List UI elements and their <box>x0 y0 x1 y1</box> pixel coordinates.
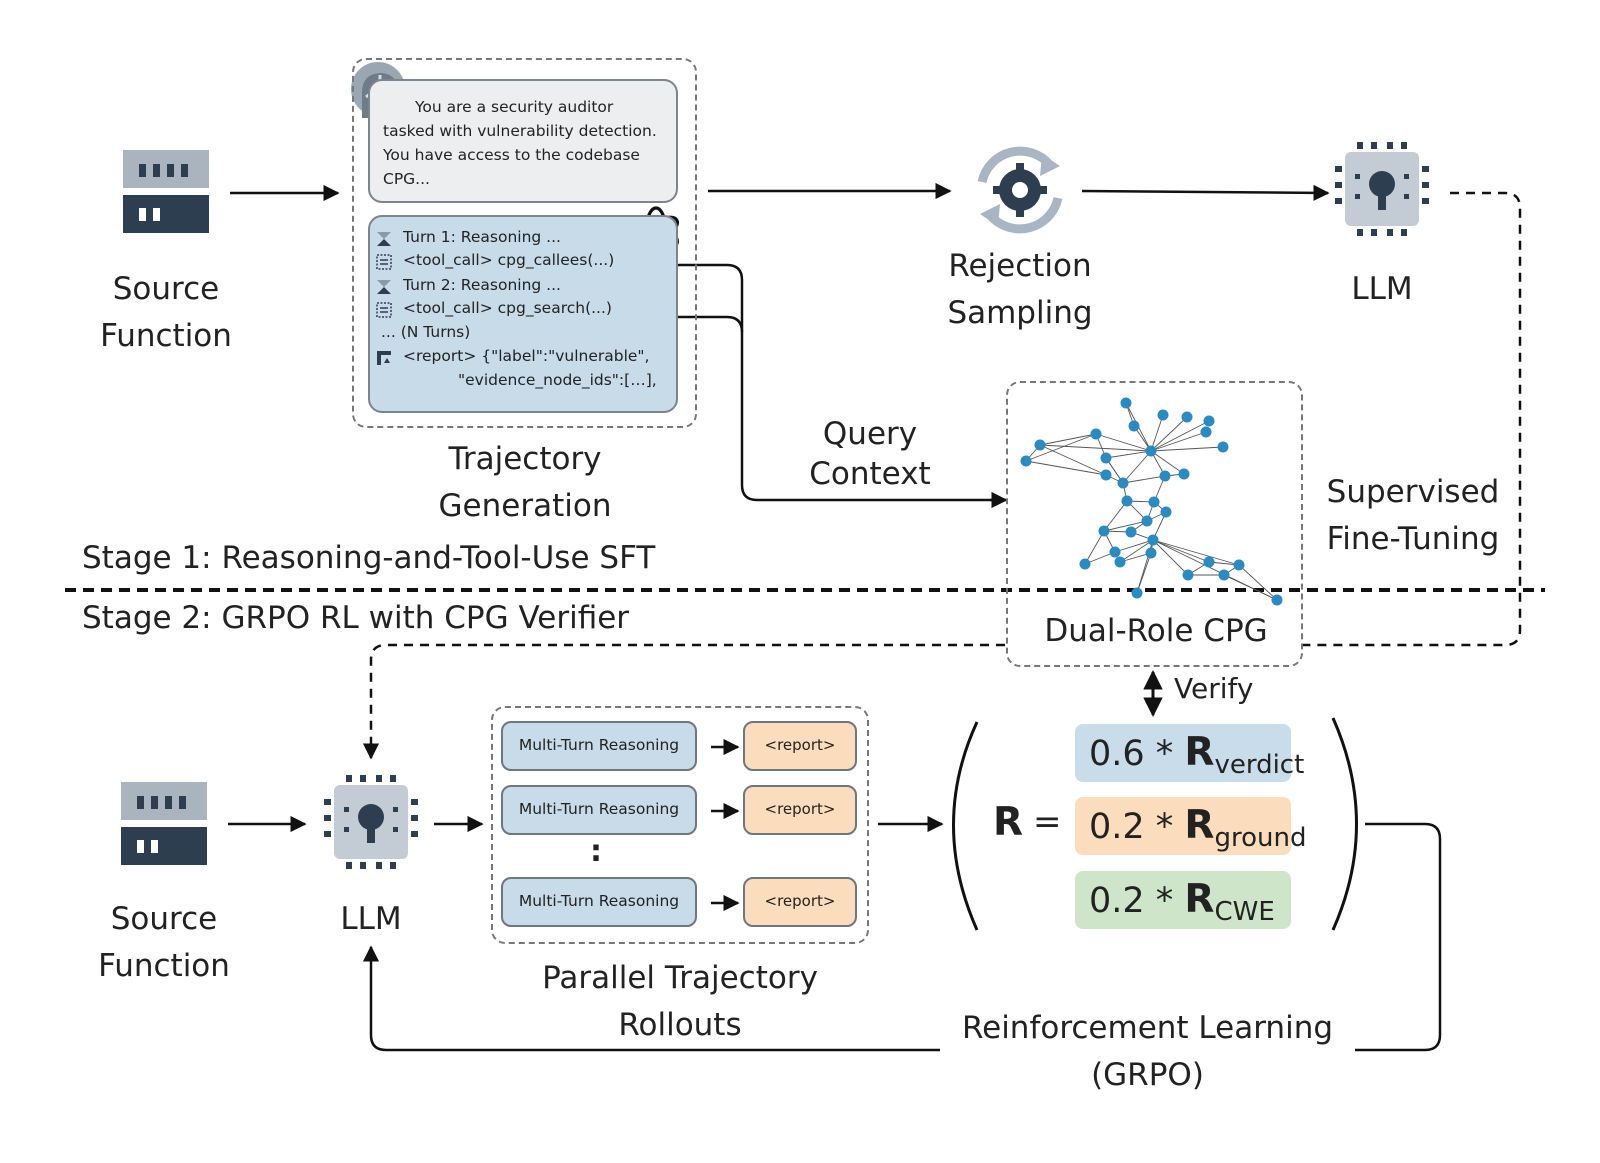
report-icon <box>377 351 391 365</box>
traj-line: "evidence_node_ids":[…], <box>458 371 657 389</box>
system-prompt-box: You are a security auditor tasked with v… <box>368 79 678 203</box>
traj-line: ... (N Turns) <box>381 323 471 341</box>
reward-equals: = <box>1033 802 1062 842</box>
reward-term-cwe: 0.2 * RCWE <box>1075 871 1291 929</box>
stage2-title: Stage 2: GRPO RL with CPG Verifier <box>82 600 630 636</box>
llm-label: LLM <box>340 901 402 937</box>
reward-term-ground: 0.2 * Rground <box>1075 797 1306 855</box>
rollout-reasoning-box: Multi-Turn Reasoning <box>501 785 697 835</box>
cpg-nodes <box>1020 397 1283 606</box>
trajectory-generation-label: Trajectory Generation <box>438 441 612 524</box>
report-box: <report> <box>743 877 857 927</box>
parallel-rollouts-label: Parallel Trajectory Rollouts <box>542 960 818 1043</box>
arrow-cpg-to-search <box>614 308 744 333</box>
server-icon <box>123 150 209 233</box>
traj-line: <report> {"label":"vulnerable", <box>403 347 650 365</box>
parallel-rollouts-group <box>491 706 869 944</box>
server-icon <box>121 782 207 865</box>
supervised-fine-tuning-label: Supervised Fine-Tuning <box>1318 469 1508 563</box>
rl-loop <box>1355 822 1442 1052</box>
dual-role-cpg-label: Dual-Role CPG <box>1026 608 1286 655</box>
prompt-line: You have access to the codebase <box>383 146 640 164</box>
arrow-cpg-to-callees <box>614 256 1005 502</box>
traj-line: Turn 2: Reasoning ... <box>403 276 561 294</box>
rl-loop-to-llm <box>362 945 940 1052</box>
arrow-rejection-to-llm <box>1081 184 1330 202</box>
reinforcement-learning-label: Reinforcement Learning (GRPO) <box>940 1005 1355 1099</box>
reward-term-verdict: 0.6 * Rverdict <box>1075 724 1304 782</box>
prompt-line: CPG... <box>383 170 430 188</box>
stage1-title: Stage 1: Reasoning-and-Tool-Use SFT <box>82 540 656 576</box>
sft-loop-to-llm2 <box>362 643 1005 760</box>
chip-icon <box>324 775 418 869</box>
rollout-reasoning-box: Multi-Turn Reasoning <box>501 877 697 927</box>
reasoning-icon <box>377 232 391 246</box>
trajectory-generation-group <box>352 58 697 428</box>
report-box: <report> <box>743 721 857 771</box>
tool-call-icon <box>376 254 392 270</box>
llm-label: LLM <box>1351 271 1413 307</box>
paren-right <box>1331 717 1358 931</box>
dual-role-cpg-box <box>1006 381 1303 667</box>
sft-loop <box>1300 191 1522 647</box>
traj-line: <tool_call> cpg_callees(...) <box>403 251 615 269</box>
prompt-line: tasked with vulnerability detection. <box>383 122 657 140</box>
trajectory-box: Turn 1: Reasoning ... <tool_call> cpg_ca… <box>368 215 678 413</box>
paren-left <box>952 721 979 931</box>
rejection-sampling-label: Rejection Sampling <box>947 248 1093 331</box>
source-function-label: Source Function <box>98 901 230 984</box>
reasoning-icon <box>377 280 391 294</box>
query-context-label: Query Context <box>809 416 931 492</box>
traj-line: Turn 1: Reasoning ... <box>403 228 561 246</box>
reward-lhs: R <box>993 800 1024 845</box>
rollout-ellipsis: : <box>590 834 602 869</box>
chip-icon <box>1335 142 1429 236</box>
traj-line: <tool_call> cpg_search(...) <box>403 299 612 317</box>
verify-label: Verify <box>1174 672 1254 705</box>
report-box: <report> <box>743 785 857 835</box>
rollout-reasoning-box: Multi-Turn Reasoning <box>501 721 697 771</box>
tool-call-icon <box>376 302 392 318</box>
source-function-label: Source Function <box>100 271 232 354</box>
prompt-line: You are a security auditor <box>415 98 614 116</box>
rejection-sampling-icon <box>977 146 1063 234</box>
